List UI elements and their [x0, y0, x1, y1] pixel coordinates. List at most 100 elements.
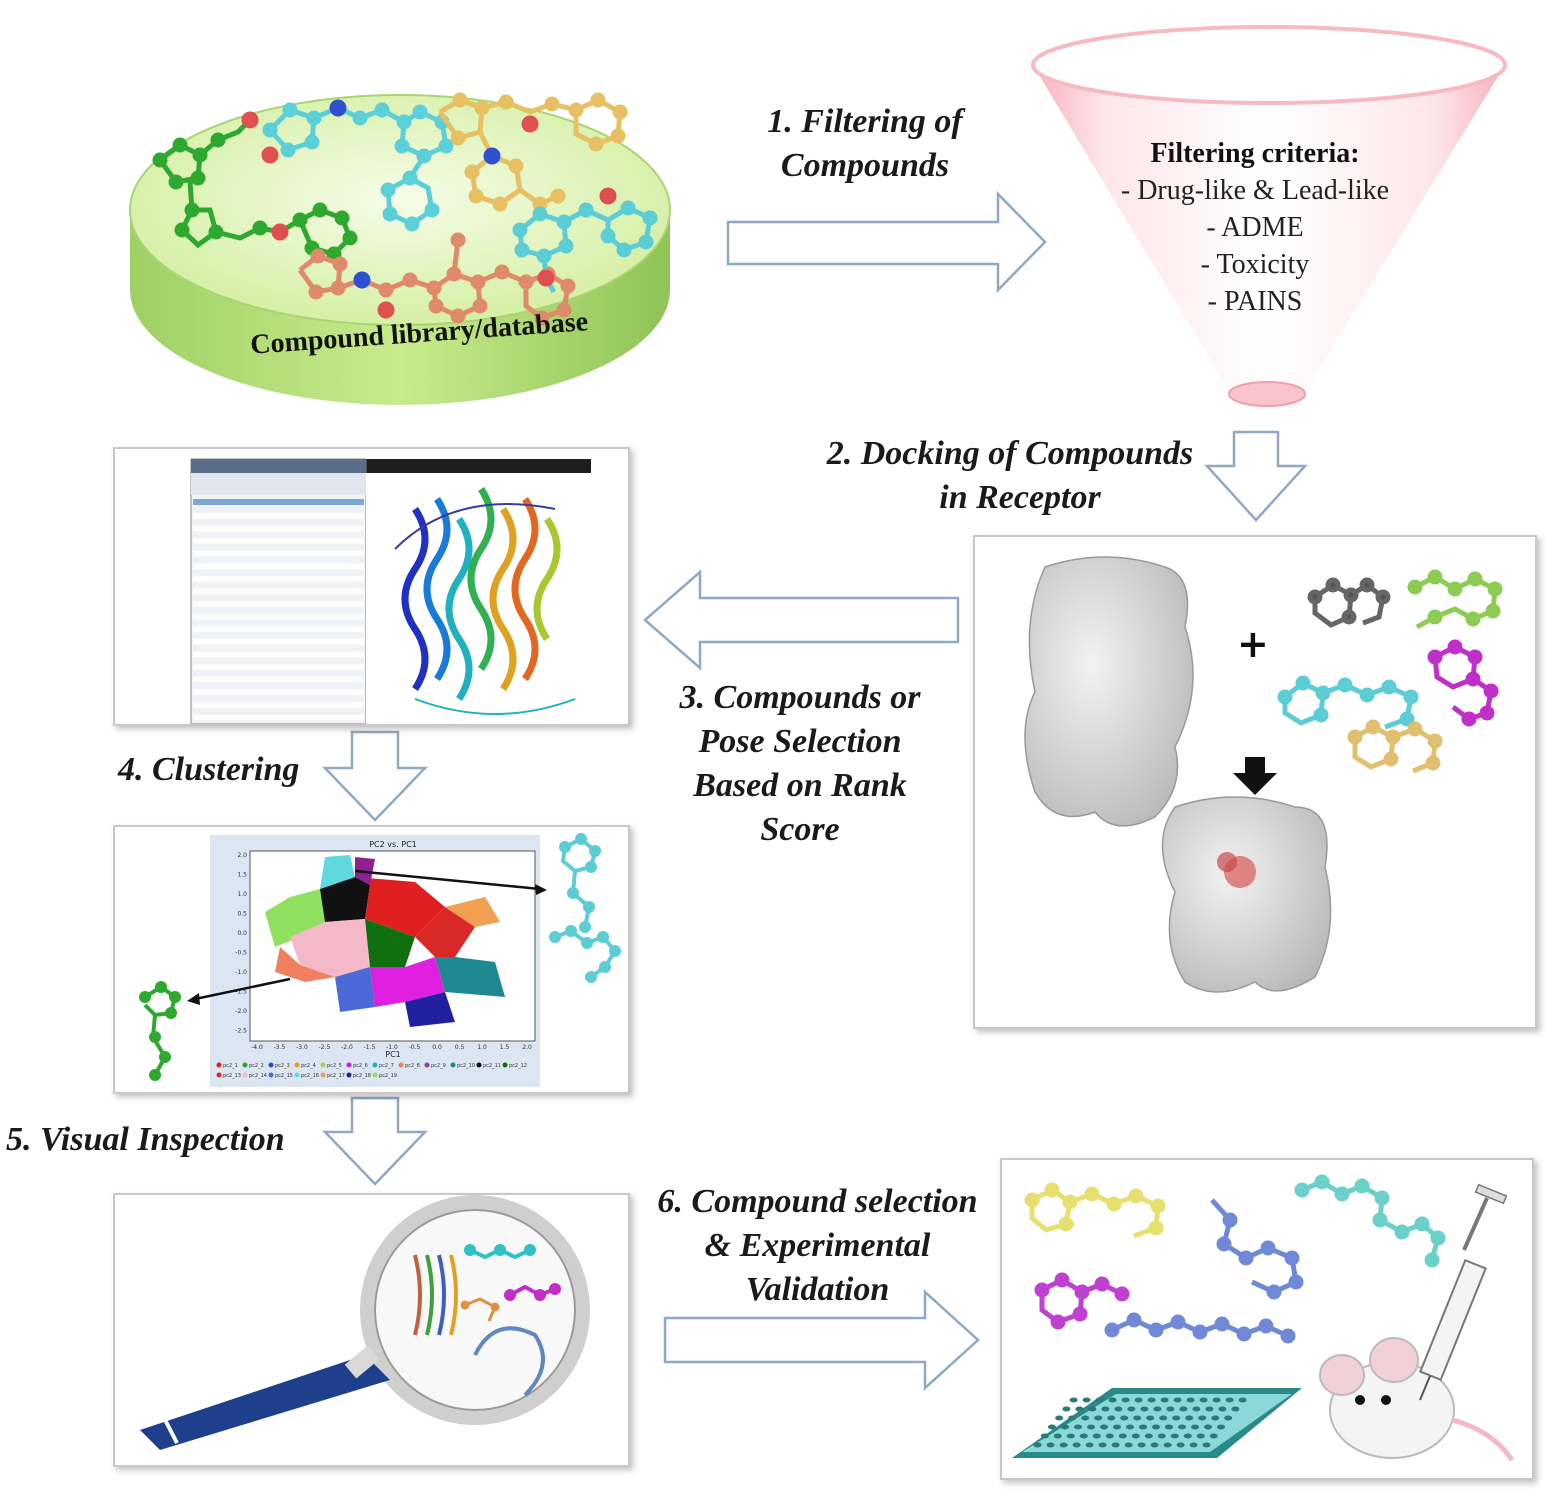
- table-row: [193, 677, 364, 683]
- ligand-teal-final: [1294, 1174, 1446, 1268]
- table-row: [193, 538, 364, 544]
- table-row: [193, 507, 364, 512]
- legend-entry: pc2_9: [431, 1063, 446, 1069]
- filter-funnel: [1031, 25, 1507, 407]
- ligand-green: [1407, 569, 1503, 630]
- x-tick-label: 1.5: [500, 1044, 510, 1051]
- legend-entry: pc2_16: [301, 1073, 319, 1079]
- step-6-label: 6. Compound selection & Experimental Val…: [657, 1183, 978, 1308]
- magnifier-lens: [360, 1195, 590, 1425]
- arrow-left-3: [643, 569, 960, 671]
- experimental-validation-panel: [1000, 1158, 1534, 1480]
- table-row: [193, 714, 364, 720]
- ligand-cyan: [1277, 675, 1419, 730]
- arrow-down-5: [322, 1096, 428, 1186]
- table-row: [193, 601, 364, 607]
- table-row: [193, 551, 364, 557]
- legend-entry: pc2_13: [223, 1073, 241, 1079]
- receptor-surface-bottom: [1161, 796, 1332, 993]
- table-row: [193, 576, 364, 582]
- x-tick-label: -1.5: [364, 1044, 376, 1051]
- ligand-yellow-final: [1024, 1182, 1166, 1239]
- legend-marker: [346, 1072, 352, 1078]
- table-row: [193, 557, 364, 563]
- magnifier-illustration: [140, 1195, 590, 1450]
- x-tick-label: -2.5: [319, 1044, 331, 1051]
- table-row: [193, 633, 364, 638]
- ligand-magenta-final: [1034, 1272, 1130, 1330]
- ligand-blue-final: [1104, 1198, 1304, 1344]
- legend-marker: [372, 1062, 378, 1068]
- legend-entry: pc2_17: [327, 1073, 345, 1079]
- table-row: [193, 525, 364, 531]
- y-tick-label: -1.5: [235, 989, 247, 996]
- filter-item-drug-like: - Drug-like & Lead-like: [1120, 175, 1390, 206]
- table-row: [193, 570, 364, 575]
- legend-entry: pc2_14: [249, 1073, 267, 1079]
- arrow-down-4: [322, 730, 428, 822]
- legend-entry: pc2_2: [249, 1063, 264, 1069]
- legend-entry: pc2_18: [353, 1073, 371, 1079]
- receptor-illustration: +: [1024, 556, 1503, 993]
- visual-inspection-panel: [113, 1193, 630, 1467]
- legend-marker: [242, 1062, 248, 1068]
- legend-marker: [346, 1062, 352, 1068]
- y-tick-label: 1.0: [237, 891, 247, 898]
- legend-marker: [424, 1062, 430, 1068]
- legend-marker: [294, 1072, 300, 1078]
- clustering-panel: PC2 vs. PC1 PC1 -4.0-3.5-3.0-2.5-2.0-1.5…: [113, 825, 630, 1094]
- table-row: [193, 582, 364, 588]
- x-tick-label: -1.0: [386, 1044, 398, 1051]
- step-1-label: 1. Filtering of Compounds: [767, 103, 963, 184]
- legend-entry: pc2_7: [379, 1063, 394, 1069]
- step-4-label: 4. Clustering: [118, 751, 300, 788]
- table-row: [193, 563, 364, 569]
- legend-entry: pc2_12: [509, 1063, 527, 1069]
- well-plate: [1012, 1388, 1302, 1458]
- legend-entry: pc2_1: [223, 1063, 238, 1069]
- x-tick-label: 0.0: [432, 1044, 442, 1051]
- molecule-salmon: [297, 232, 576, 326]
- table-row: [193, 658, 364, 664]
- filter-item-adme: - ADME: [1206, 212, 1304, 243]
- table-row: [193, 519, 364, 525]
- arrow-right-6: [663, 1289, 980, 1391]
- filter-heading: Filtering criteria:: [1150, 138, 1360, 169]
- legend-marker: [450, 1062, 456, 1068]
- legend-marker: [216, 1072, 222, 1078]
- y-tick-label: 2.0: [237, 852, 247, 859]
- y-tick-label: 0.5: [237, 911, 247, 918]
- plot-title: PC2 vs. PC1: [369, 840, 417, 849]
- y-tick-label: -1.0: [235, 969, 247, 976]
- table-row: [193, 626, 364, 632]
- ligand-gray: [1307, 577, 1391, 628]
- legend-entry: pc2_11: [483, 1063, 501, 1069]
- mouse-illustration: [1319, 1337, 1515, 1462]
- legend-entry: pc2_5: [327, 1063, 342, 1069]
- step-2-label: 2. Docking of Compounds in Receptor: [826, 435, 1194, 516]
- legend-marker: [216, 1062, 222, 1068]
- legend-marker: [398, 1062, 404, 1068]
- plus-sign: +: [1237, 622, 1269, 666]
- table-row: [193, 607, 364, 613]
- pointer-arrow-upper: [354, 869, 541, 891]
- table-row: [193, 639, 364, 645]
- filter-item-pains: - PAINS: [1207, 286, 1303, 317]
- table-row: [193, 670, 364, 676]
- ligand-magenta: [1427, 639, 1499, 727]
- table-row: [193, 588, 364, 594]
- receptor-docking-panel: +: [973, 535, 1537, 1029]
- table-row: [193, 702, 364, 708]
- table-row: [193, 595, 364, 601]
- legend-entry: pc2_8: [405, 1063, 420, 1069]
- step-5-label: 5. Visual Inspection: [6, 1121, 285, 1158]
- legend-marker: [268, 1072, 274, 1078]
- docking-results-panel: [113, 447, 630, 726]
- legend-marker: [476, 1062, 482, 1068]
- table-row: [193, 544, 364, 550]
- ligand-green-cluster: [139, 981, 181, 1081]
- y-tick-label: 1.5: [237, 872, 247, 879]
- table-row: [193, 513, 364, 519]
- ligand-yellow: [1347, 719, 1443, 774]
